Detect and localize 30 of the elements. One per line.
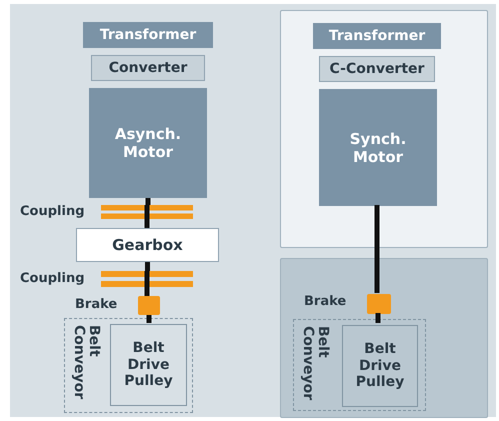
coupling-bar: [101, 205, 193, 219]
part-label: Brake: [304, 294, 346, 309]
brake-block: [138, 296, 160, 315]
gearbox-box: Gearbox: [76, 228, 219, 262]
drive-shaft: [144, 219, 150, 228]
part-label: Coupling: [20, 271, 85, 286]
dashed-frame: [293, 319, 426, 411]
coupling-bar: [101, 271, 193, 287]
drive-shaft: [376, 313, 380, 323]
part-label: Coupling: [20, 204, 85, 219]
label-box: Transformer: [313, 23, 441, 49]
pulley-box: Belt Drive Pulley: [342, 325, 418, 407]
rounded-panel: [280, 10, 488, 248]
dashed-frame: [64, 318, 193, 413]
drive-shaft: [146, 315, 152, 323]
drive-shaft: [146, 198, 150, 205]
conveyor-label: Belt Conveyor: [71, 325, 101, 402]
conveyor-label: Belt Conveyor: [300, 326, 330, 402]
drive-shaft: [374, 205, 380, 293]
motor-box: Asynch. Motor: [89, 88, 207, 198]
part-label: Brake: [75, 297, 118, 312]
brake-block: [367, 294, 391, 314]
motor-box: Synch. Motor: [319, 89, 437, 206]
drive-shaft: [145, 262, 150, 271]
drive-shaft: [144, 287, 150, 296]
label-box: Transformer: [83, 22, 213, 48]
component-box: Converter: [91, 55, 205, 81]
rounded-panel: [280, 258, 488, 418]
component-box: C-Converter: [319, 56, 435, 82]
pulley-box: Belt Drive Pulley: [110, 324, 187, 406]
